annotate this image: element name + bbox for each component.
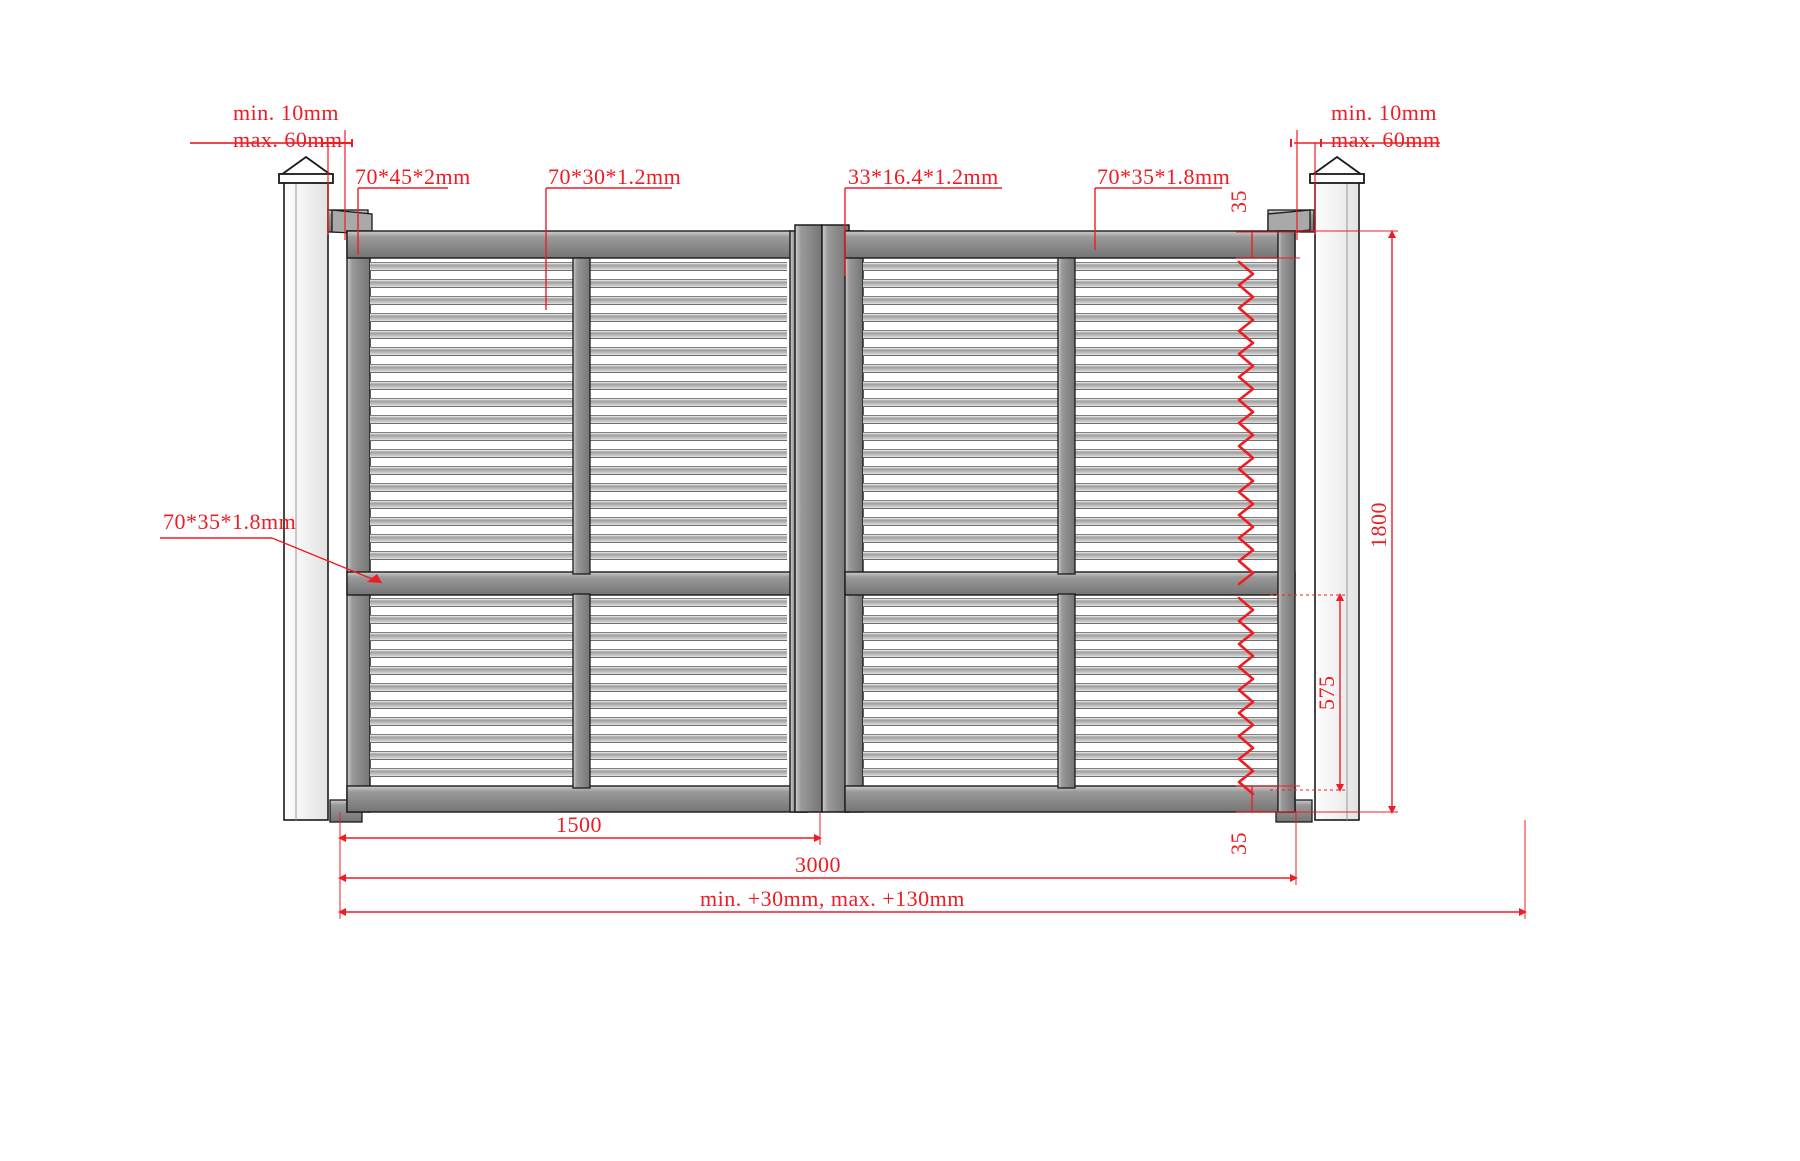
label-profile-mullion: 70*30*1.2mm [548,164,681,189]
label-total-width: 3000 [795,852,841,877]
label-profile-post: 70*45*2mm [355,164,471,189]
label-post-gap-right-line1: min. 10mm [1331,100,1437,125]
label-bottom-gap: 35 [1226,832,1251,855]
gate-leaf-left [346,230,808,813]
label-total-height: 1800 [1366,502,1391,548]
break-line-marker [1237,260,1255,796]
label-post-gap-left-line1: min. 10mm [233,100,339,125]
label-width-note: min. +30mm, max. +130mm [700,886,965,911]
label-profile-frame-left: 70*35*1.8mm [163,509,296,534]
label-leaf-width: 1500 [556,812,602,837]
left-post [278,155,334,821]
label-post-gap-left-line2: max. 60mm [233,127,343,152]
label-profile-frame-right: 70*35*1.8mm [1097,164,1230,189]
right-post [1309,155,1365,821]
label-post-gap-right-line2: max. 60mm [1331,127,1441,152]
label-profile-louver: 33*16.4*1.2mm [848,164,999,189]
gate-leaf-right [844,230,1296,813]
label-top-gap: 35 [1226,190,1251,213]
dimension-lines [160,130,1527,919]
center-meeting-stiles [794,224,850,813]
label-lower-panel-height: 575 [1314,676,1339,711]
